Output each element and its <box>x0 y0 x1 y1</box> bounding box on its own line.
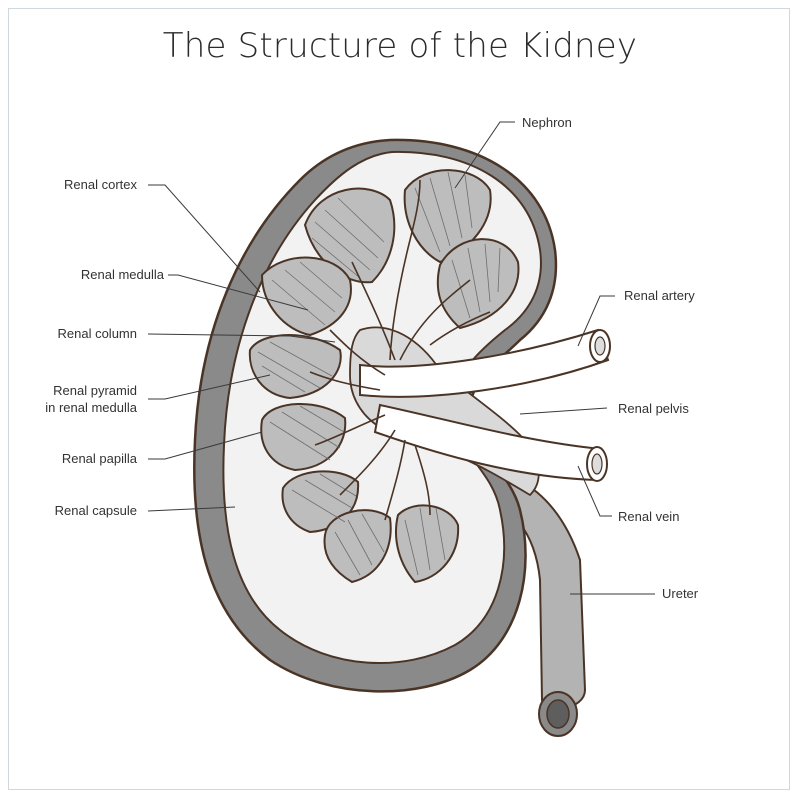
leader-renal-capsule <box>147 506 236 512</box>
leader-renal-vein <box>577 465 612 517</box>
pyramid-4 <box>260 256 352 337</box>
label-renal-papilla: Renal papilla <box>62 451 138 466</box>
renal-artery <box>359 328 610 398</box>
ureter-lumen <box>546 699 570 729</box>
leader-renal-artery <box>577 295 615 347</box>
leader-nephron <box>454 121 515 189</box>
leader-renal-papilla <box>148 431 263 460</box>
renal-vein-lumen <box>591 453 603 475</box>
label-renal-pyramid-line2: in renal medulla <box>45 400 138 415</box>
leader-renal-medulla <box>168 274 309 311</box>
label-nephron: Nephron <box>522 115 572 130</box>
label-renal-pelvis: Renal pelvis <box>618 401 689 416</box>
label-renal-pyramid-line1: Renal pyramid <box>53 383 137 398</box>
label-renal-column: Renal column <box>58 326 138 341</box>
leader-renal-cortex <box>148 184 261 293</box>
leader-renal-column <box>147 333 336 343</box>
pyramid-5 <box>248 334 342 400</box>
label-renal-capsule: Renal capsule <box>55 503 137 518</box>
renal-pyramids <box>248 169 520 584</box>
renal-artery-lumen <box>594 336 606 356</box>
pyramid-striations <box>257 171 501 576</box>
label-ureter: Ureter <box>662 586 699 601</box>
label-renal-vein: Renal vein <box>618 509 679 524</box>
label-renal-artery: Renal artery <box>624 288 695 303</box>
diagram-title: The Structure of the Kidney <box>162 26 638 66</box>
leader-renal-pelvis <box>519 407 608 415</box>
label-renal-medulla: Renal medulla <box>81 267 165 282</box>
label-renal-cortex: Renal cortex <box>64 177 137 192</box>
interlobar-vessels <box>309 179 491 521</box>
pyramid-2 <box>403 169 492 264</box>
pyramid-8 <box>323 509 392 584</box>
leader-renal-pyramid <box>148 374 271 400</box>
